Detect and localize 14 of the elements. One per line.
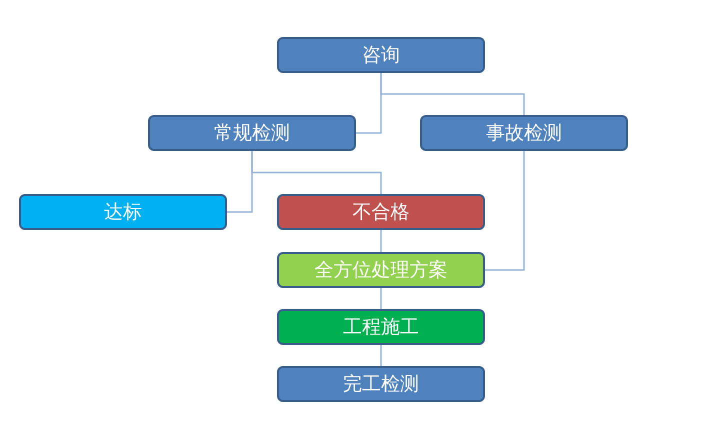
connector-line — [380, 288, 382, 309]
process-box: 不合格 — [277, 194, 485, 230]
process-box: 达标 — [19, 194, 227, 230]
process-box: 完工检测 — [277, 366, 485, 402]
connector-line — [380, 73, 525, 115]
process-box: 全方位处理方案 — [277, 252, 485, 288]
connector-line — [380, 345, 382, 366]
connector-line — [251, 151, 382, 194]
connector-line — [380, 230, 382, 252]
process-box: 咨询 — [277, 37, 485, 73]
connector-line — [485, 151, 525, 271]
process-box: 事故检测 — [420, 115, 628, 151]
process-box: 常规检测 — [148, 115, 356, 151]
process-box: 工程施工 — [277, 309, 485, 345]
